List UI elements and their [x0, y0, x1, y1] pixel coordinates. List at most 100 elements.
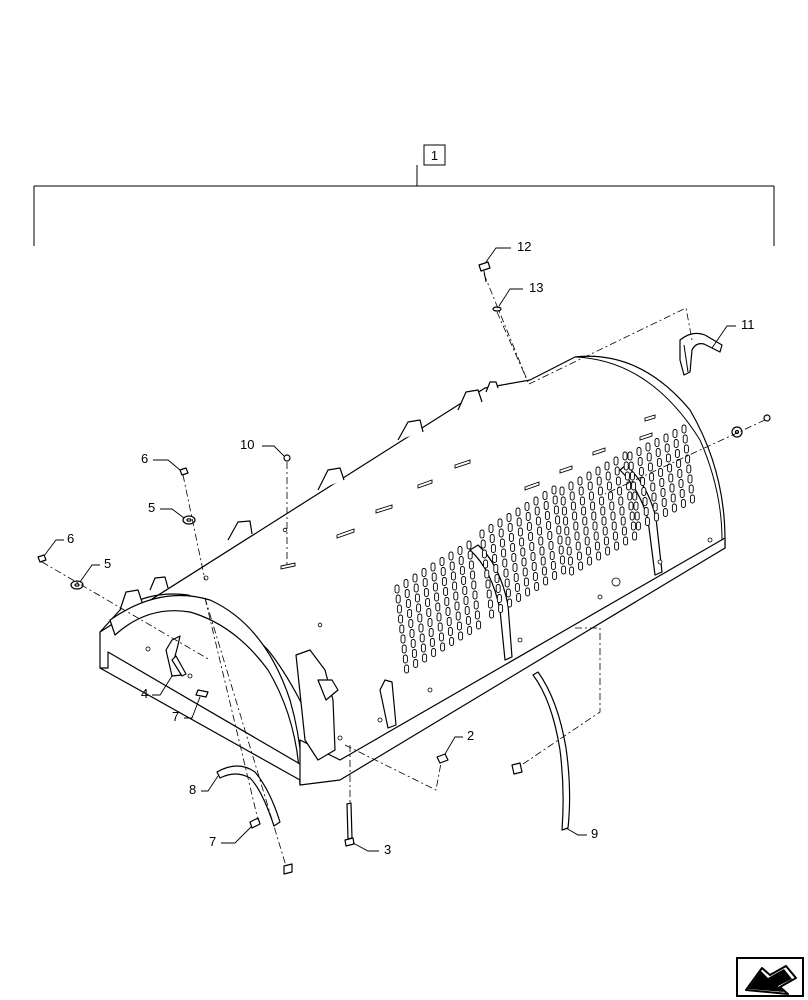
grate-slot [677, 469, 683, 478]
strip-part-8 [216, 765, 281, 827]
grate-slot [499, 538, 505, 548]
grate-slot [569, 491, 575, 501]
grate-slot [404, 589, 410, 598]
grate-slot [531, 562, 537, 571]
grate-slot [398, 614, 404, 624]
grate-slot [430, 562, 436, 572]
callout-3[interactable]: 3 [384, 842, 391, 857]
grate-slot [654, 438, 660, 447]
callout-7-upper[interactable]: 7 [172, 709, 179, 724]
grate-slot [441, 577, 447, 586]
grate-slot [486, 589, 492, 599]
assembly-item-label[interactable]: 1 [431, 148, 438, 163]
callout-12[interactable]: 12 [517, 239, 531, 254]
grate-slot [627, 451, 633, 461]
grate-slot [586, 471, 592, 481]
grate-slot [682, 434, 688, 444]
grate-slot [543, 501, 549, 510]
callout-13[interactable]: 13 [529, 280, 543, 295]
grate-slot [412, 573, 418, 583]
grate-slot [629, 471, 635, 481]
grate-slot [647, 462, 653, 472]
grate-slot [590, 501, 596, 511]
callout-2[interactable]: 2 [467, 728, 474, 743]
fastener-part-10 [283, 454, 291, 462]
grate-slot [579, 496, 585, 506]
grate-slot [608, 491, 614, 501]
grate-slot [506, 513, 512, 522]
next-page-arrow-icon[interactable] [736, 957, 804, 997]
grate-slot [581, 506, 587, 516]
grate-slot [575, 541, 581, 551]
grate-slot [437, 622, 443, 632]
bottom-fastener [283, 863, 293, 875]
grate-slot [559, 555, 565, 565]
grate-slot [546, 521, 552, 530]
grate-slot [519, 537, 525, 547]
grate-slot [624, 471, 630, 481]
grate-slot [411, 649, 417, 658]
grate-slot [501, 548, 507, 558]
callout-4[interactable]: 4 [141, 686, 148, 701]
grate-slot [612, 531, 618, 541]
callout-11[interactable]: 11 [741, 317, 755, 332]
grate-slot [452, 581, 458, 591]
callout-8[interactable]: 8 [189, 782, 196, 797]
grate-slot [602, 526, 608, 536]
grate-slot [553, 505, 559, 515]
grate-slot [517, 527, 523, 537]
callout-6-lower[interactable]: 6 [67, 531, 74, 546]
grate-slot [523, 577, 529, 587]
grate-slot [429, 638, 435, 647]
bolt-part-12 [478, 261, 491, 283]
grate-slot [504, 578, 510, 588]
grate-slot [681, 424, 687, 434]
callout-10[interactable]: 10 [240, 437, 254, 452]
grate-slot [640, 477, 646, 486]
callout-9[interactable]: 9 [591, 826, 598, 841]
grate-slot [497, 518, 503, 528]
grate-slot [557, 535, 563, 545]
grate-slot [494, 574, 500, 583]
grate-slot [470, 570, 476, 580]
grate-slot [432, 582, 438, 592]
callout-7-lower[interactable]: 7 [209, 834, 216, 849]
grate-slot [468, 560, 474, 570]
grate-slot [467, 626, 473, 635]
nut-part-2 [436, 753, 449, 764]
grate-slot [601, 516, 607, 526]
grate-slot [440, 642, 446, 652]
grate-slot [400, 634, 406, 644]
grate-slot [548, 541, 554, 550]
grate-slot [670, 493, 676, 503]
top-slots [280, 414, 656, 570]
grate-slot [423, 588, 429, 597]
grate-slot [561, 565, 567, 575]
grate-slot [538, 536, 544, 546]
grate-slot [402, 654, 408, 664]
grate-slot [585, 546, 591, 556]
grate-slot [665, 453, 671, 463]
grate-slot [627, 491, 633, 501]
callout-5-upper[interactable]: 5 [148, 500, 155, 515]
grate-slot [510, 543, 516, 552]
grate-slot [628, 461, 634, 471]
grate-slot [505, 588, 511, 598]
clamp-part-11 [679, 332, 723, 376]
grate-slot [566, 546, 572, 556]
grate-slot [650, 482, 656, 492]
grate-slot [492, 554, 498, 563]
rail-holes [145, 527, 713, 741]
grate-slot [396, 604, 402, 614]
grate-slot [632, 491, 638, 501]
grate-slot [688, 484, 694, 494]
grate-slot [544, 511, 550, 520]
callout-5-lower[interactable]: 5 [104, 556, 111, 571]
grate-slot [664, 443, 670, 453]
grate-slot [623, 536, 629, 546]
callout-6-upper[interactable]: 6 [141, 451, 148, 466]
grate-slot [578, 486, 584, 496]
strip-part-9 [532, 671, 571, 831]
grate-slot [418, 623, 424, 633]
grate-slot [572, 511, 578, 521]
